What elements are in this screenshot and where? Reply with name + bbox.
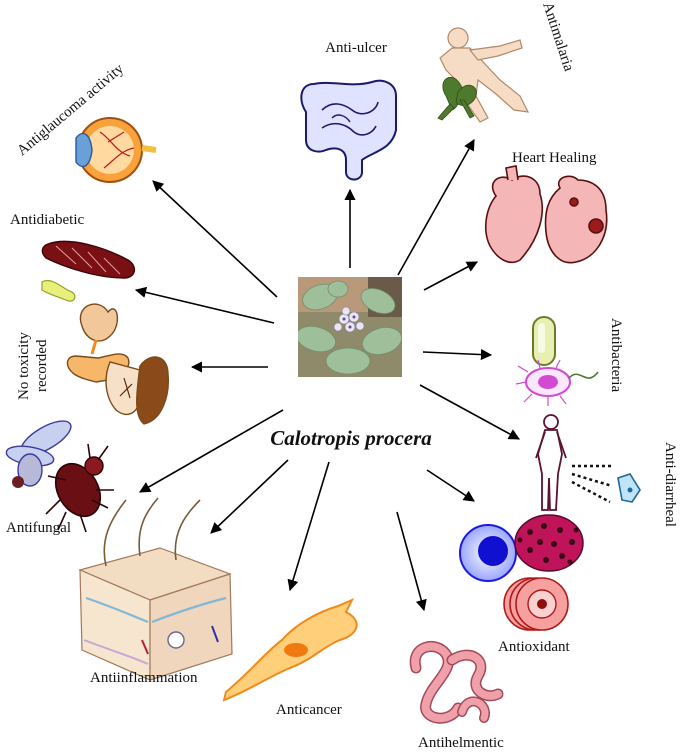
arrow-antiinflammation <box>210 459 289 534</box>
arrow-antimalaria <box>397 139 475 276</box>
human-figure-icon <box>437 27 530 123</box>
arrow-antifungal <box>139 409 284 493</box>
label-antibacteria: Antibacteria <box>608 318 624 392</box>
worm-icon <box>409 641 504 724</box>
cockroach-icon <box>45 443 114 533</box>
arrow-antihelmentic <box>396 511 427 612</box>
label-antioxidant: Antioxidant <box>498 639 570 655</box>
fly-icon <box>5 420 72 488</box>
label-antifungal: Antifungal <box>6 520 71 536</box>
organs-icon <box>66 303 169 425</box>
arrow-antibacteria <box>422 348 493 361</box>
center-title: Calotropis procera <box>270 426 432 450</box>
label-antihelmentic: Antihelmentic <box>418 735 504 751</box>
eye-icon <box>75 117 157 183</box>
muscle-icon <box>41 240 135 302</box>
label-notoxicity-line1: No toxicity <box>16 332 32 400</box>
cells-icon <box>459 514 584 631</box>
arrows <box>134 139 520 612</box>
label-heart: Heart Healing <box>512 150 597 166</box>
label-antimalaria: Antimalaria <box>539 0 576 73</box>
label-antiinflammation: Antiinflammation <box>90 670 198 686</box>
label-antidiarrheal: Anti-diarrheal <box>662 442 678 527</box>
arrow-antidiarrheal <box>419 384 520 440</box>
label-antidiabetic: Antidiabetic <box>10 212 84 228</box>
label-anticancer: Anticancer <box>276 702 342 718</box>
arrow-anticancer <box>287 461 330 592</box>
arrow-antidiabetic <box>134 286 275 324</box>
skin-section-icon <box>78 497 233 681</box>
heart-icon <box>484 165 608 264</box>
body-silhouette-icon <box>535 414 567 511</box>
label-antiulcer: Anti-ulcer <box>325 40 387 56</box>
arrow-antiglaucoma <box>152 180 278 298</box>
arrow-antioxidant <box>426 469 475 502</box>
bacteria-icon <box>515 316 599 406</box>
arrow-heart <box>423 261 478 291</box>
intestine-icon <box>300 79 397 181</box>
label-notoxicity-line2: recorded <box>34 339 50 392</box>
plant-photo <box>298 277 402 377</box>
cancer-cell-icon <box>222 598 358 702</box>
bottle-icon <box>571 464 641 504</box>
